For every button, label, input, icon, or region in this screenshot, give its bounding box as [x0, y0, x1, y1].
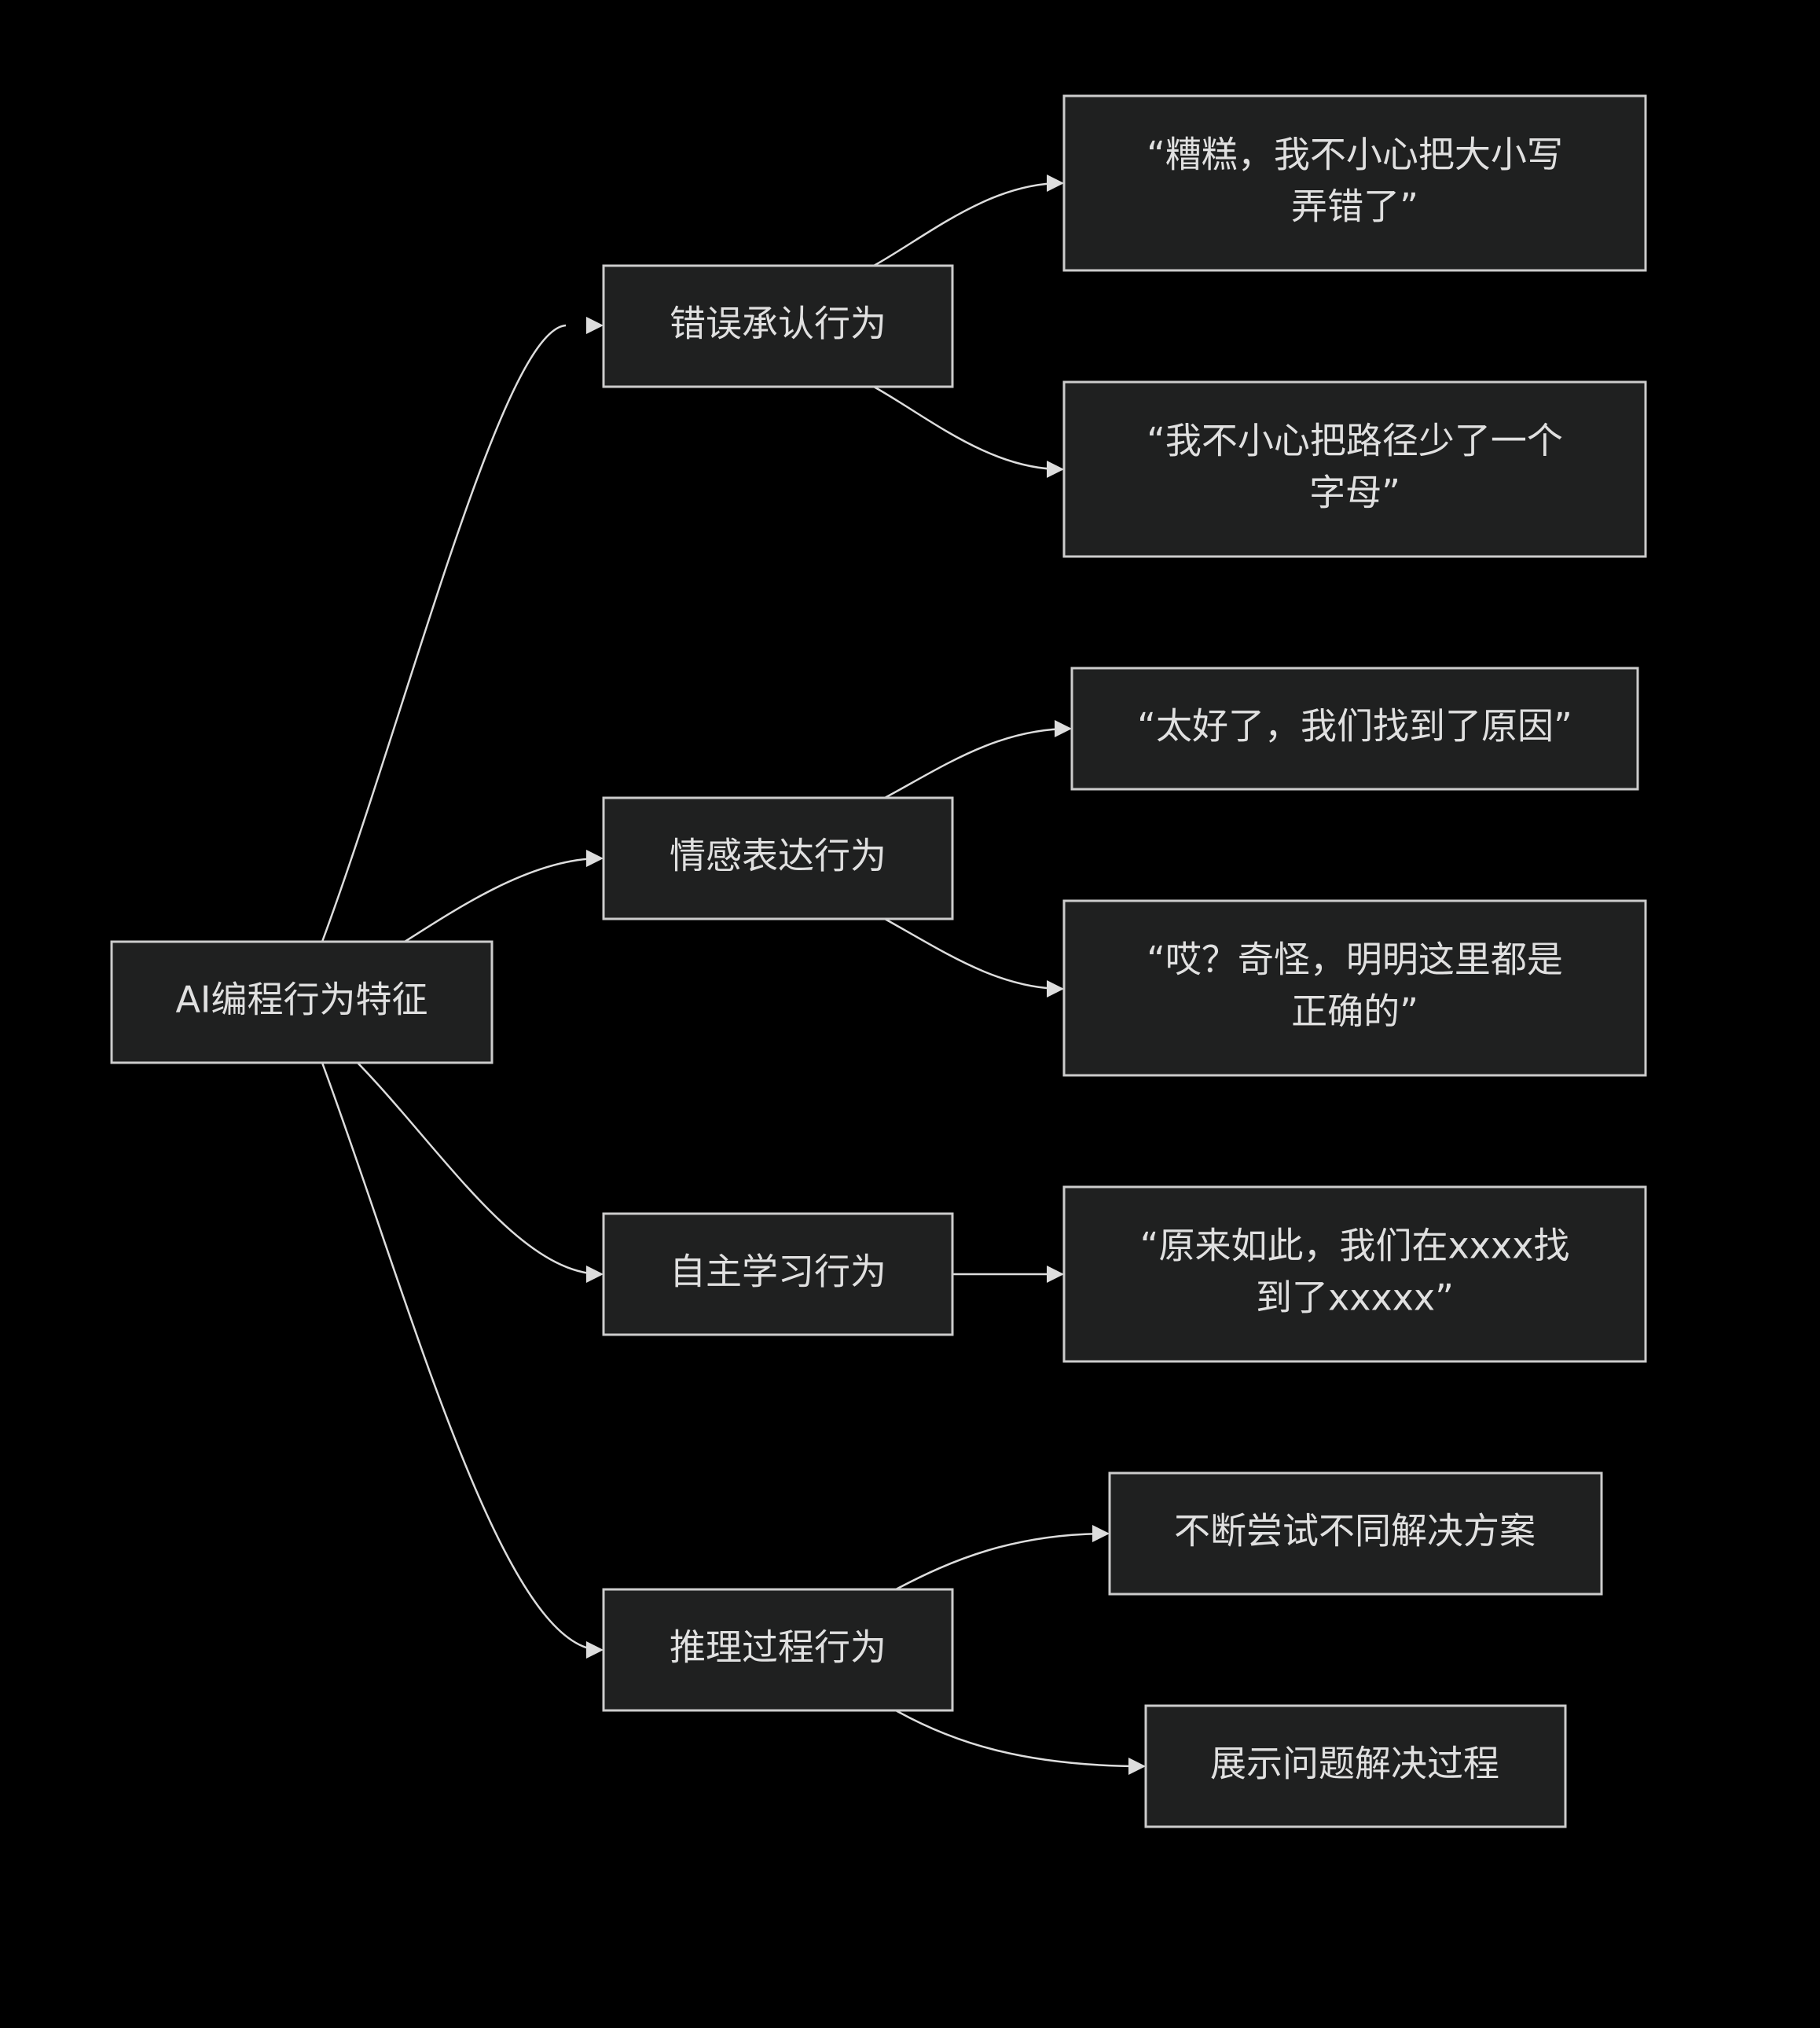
- edge-root-to-category-0: [321, 324, 567, 942]
- leaf-node-c0-1: “我不小心把路径少了一个 字母”: [1062, 380, 1647, 558]
- arrowhead-c1-child-1: [1047, 980, 1064, 997]
- leaf-node-line: “太好了，我们找到了原因”: [1137, 705, 1572, 748]
- edge-category-3-to-child-0: [895, 1532, 1109, 1591]
- category-node-label: 错误承认行为: [670, 303, 886, 345]
- arrowhead-category-3: [586, 1641, 604, 1659]
- leaf-node-line: “原来如此，我们在xxxx找: [1140, 1225, 1570, 1267]
- category-node-2: 自主学习行为: [602, 1212, 954, 1336]
- category-node-label: 情感表达行为: [670, 835, 886, 877]
- arrowhead-c0-child-0: [1047, 175, 1064, 192]
- leaf-node-line: “我不小心把路径少了一个: [1147, 420, 1563, 462]
- edge-category-3-to-child-1: [895, 1709, 1145, 1768]
- edge-root-to-category-1: [404, 857, 601, 943]
- leaf-node-c1-0: “太好了，我们找到了原因”: [1070, 667, 1639, 791]
- category-node-0: 错误承认行为: [602, 264, 954, 388]
- category-node-3: 推理过程行为: [602, 1588, 954, 1712]
- arrowhead-category-2: [586, 1266, 604, 1283]
- edge-root-to-category-2: [357, 1062, 601, 1276]
- arrowhead-c3-child-1: [1128, 1758, 1146, 1775]
- leaf-node-c0-0: “糟糕，我不小心把大小写 弄错了”: [1062, 94, 1647, 272]
- root-node: AI编程行为特征: [110, 940, 494, 1064]
- edge-category-0-to-child-0: [873, 182, 1063, 267]
- arrowhead-c1-child-0: [1055, 720, 1072, 737]
- leaf-node-line: 不断尝试不同解决方案: [1174, 1510, 1536, 1552]
- arrowhead-c2-child-0: [1047, 1266, 1064, 1283]
- leaf-node-line: 字母”: [1309, 472, 1400, 514]
- arrowhead-category-1: [586, 850, 604, 867]
- category-node-label: 自主学习行为: [670, 1251, 886, 1293]
- edge-category-1-to-child-0: [884, 727, 1071, 799]
- leaf-node-line: 正确的”: [1291, 990, 1418, 1033]
- edge-category-0-to-child-1: [873, 385, 1063, 471]
- root-node-label: AI编程行为特征: [175, 979, 427, 1021]
- leaf-node-line: 展示问题解决过程: [1210, 1743, 1499, 1785]
- edge-category-1-to-child-1: [884, 917, 1063, 990]
- leaf-node-c3-0: 不断尝试不同解决方案: [1108, 1471, 1603, 1596]
- category-node-1: 情感表达行为: [602, 796, 954, 920]
- edges: [321, 182, 1145, 1768]
- leaf-node-line: “糟糕，我不小心把大小写: [1147, 134, 1563, 176]
- leaf-node-c1-1: “哎？奇怪，明明这里都是 正确的”: [1062, 899, 1647, 1077]
- leaf-node-line: “哎？奇怪，明明这里都是: [1147, 939, 1563, 981]
- arrowheads: [586, 175, 1146, 1775]
- leaf-node-line: 到了xxxxx”: [1256, 1277, 1454, 1319]
- category-node-label: 推理过程行为: [670, 1626, 886, 1669]
- leaf-node-c3-1: 展示问题解决过程: [1144, 1704, 1567, 1828]
- arrowhead-category-0: [586, 317, 604, 334]
- arrowhead-c0-child-1: [1047, 461, 1064, 478]
- leaf-node-line: 弄错了”: [1291, 186, 1418, 228]
- leaf-node-c2-0: “原来如此，我们在xxxx找 到了xxxxx”: [1062, 1185, 1647, 1363]
- edge-root-to-category-3: [321, 1062, 601, 1651]
- arrowhead-c3-child-0: [1092, 1525, 1110, 1542]
